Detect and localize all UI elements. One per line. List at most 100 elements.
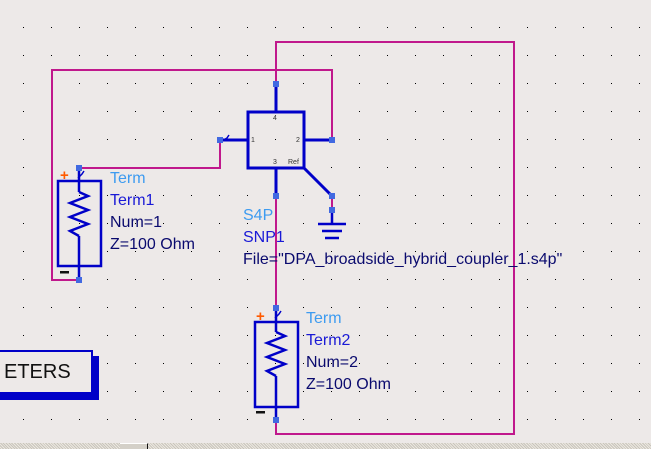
grid-dot: [191, 55, 192, 56]
grid-dot: [79, 83, 80, 84]
grid-dot: [23, 83, 24, 84]
grid-dot: [79, 195, 80, 196]
pin-ground[interactable]: [329, 207, 335, 213]
grid-dot: [639, 363, 640, 364]
grid-dot: [359, 83, 360, 84]
grid-dot: [527, 139, 528, 140]
term1-plus-sign: +: [60, 167, 69, 184]
s4p-instance-name[interactable]: SNP1: [243, 229, 285, 246]
grid-dot: [79, 139, 80, 140]
grid-dot: [527, 223, 528, 224]
grid-dot: [247, 55, 248, 56]
grid-dot: [583, 335, 584, 336]
grid-dot: [611, 111, 612, 112]
pin-term2-plus[interactable]: [273, 305, 279, 311]
term1-component[interactable]: [56, 168, 103, 280]
grid-dot: [499, 307, 500, 308]
grid-dot: [359, 55, 360, 56]
grid-dot: [583, 223, 584, 224]
horizontal-scrollbar[interactable]: [0, 443, 651, 449]
pin-s4p-1[interactable]: [217, 137, 223, 143]
grid-dot: [191, 251, 192, 252]
ground-symbol[interactable]: [318, 210, 346, 240]
pin-term1-minus[interactable]: [76, 277, 82, 283]
term2-component[interactable]: [253, 308, 300, 420]
grid-dot: [219, 335, 220, 336]
grid-dot: [107, 391, 108, 392]
grid-dot: [331, 167, 332, 168]
grid-dot: [443, 251, 444, 252]
grid-dot: [583, 195, 584, 196]
grid-dot: [331, 335, 332, 336]
grid-dot: [611, 139, 612, 140]
grid-dot: [387, 251, 388, 252]
grid-dot: [639, 223, 640, 224]
grid-dot: [247, 307, 248, 308]
grid-dot: [191, 391, 192, 392]
grid-dot: [359, 251, 360, 252]
grid-dot: [303, 55, 304, 56]
scrollbar-thumb[interactable]: [120, 443, 148, 449]
grid-dot: [499, 55, 500, 56]
grid-dot: [583, 83, 584, 84]
grid-dot: [527, 27, 528, 28]
grid-dot: [471, 83, 472, 84]
term2-instance-name[interactable]: Term2: [306, 332, 351, 349]
pin-s4p-3[interactable]: [273, 193, 279, 199]
wire-port4-loop[interactable]: [275, 41, 515, 435]
grid-dot: [555, 279, 556, 280]
grid-dot: [415, 307, 416, 308]
term1-instance-name[interactable]: Term1: [110, 192, 155, 209]
grid-dot: [611, 83, 612, 84]
grid-dot: [191, 27, 192, 28]
grid-dot: [555, 195, 556, 196]
grid-dot: [527, 55, 528, 56]
pin-s4p-2[interactable]: [329, 137, 335, 143]
grid-dot: [359, 223, 360, 224]
grid-dot: [303, 335, 304, 336]
s4p-file-param[interactable]: File="DPA_broadside_hybrid_coupler_1.s4p…: [243, 251, 562, 268]
grid-dot: [219, 111, 220, 112]
grid-dot: [247, 391, 248, 392]
grid-dot: [611, 391, 612, 392]
grid-dot: [471, 111, 472, 112]
pin-s4p-4[interactable]: [273, 81, 279, 87]
grid-dot: [303, 195, 304, 196]
grid-dot: [247, 335, 248, 336]
grid-dot: [163, 335, 164, 336]
grid-dot: [191, 139, 192, 140]
pin-term1-plus[interactable]: [76, 165, 82, 171]
wire-port1-term1[interactable]: [79, 140, 221, 169]
pin-term2-minus[interactable]: [273, 417, 279, 423]
grid-dot: [331, 279, 332, 280]
grid-dot: [303, 279, 304, 280]
term1-num-param[interactable]: Num=1: [110, 214, 162, 231]
grid-dot: [247, 223, 248, 224]
grid-dot: [387, 419, 388, 420]
wire-port2-loop[interactable]: [51, 69, 333, 281]
grid-dot: [359, 307, 360, 308]
term1-z-param[interactable]: Z=100 Ohm: [110, 236, 195, 253]
grid-dot: [359, 195, 360, 196]
grid-dot: [583, 363, 584, 364]
grid-dot: [247, 363, 248, 364]
grid-dot: [443, 195, 444, 196]
pin-s4p-ref[interactable]: [329, 193, 335, 199]
grid-dot: [191, 335, 192, 336]
grid-dot: [387, 307, 388, 308]
grid-dot: [499, 419, 500, 420]
grid-dot: [527, 307, 528, 308]
grid-dot: [51, 55, 52, 56]
s4p-component[interactable]: [220, 84, 334, 198]
s4p-type-label: S4P: [243, 207, 273, 224]
grid-dot: [443, 27, 444, 28]
grid-dot: [611, 251, 612, 252]
grid-dot: [415, 391, 416, 392]
grid-dot: [191, 195, 192, 196]
parameters-block[interactable]: ETERS: [0, 350, 93, 394]
grid-dot: [23, 419, 24, 420]
grid-dot: [639, 307, 640, 308]
term2-z-param[interactable]: Z=100 Ohm: [306, 376, 391, 393]
term2-num-param[interactable]: Num=2: [306, 354, 358, 371]
